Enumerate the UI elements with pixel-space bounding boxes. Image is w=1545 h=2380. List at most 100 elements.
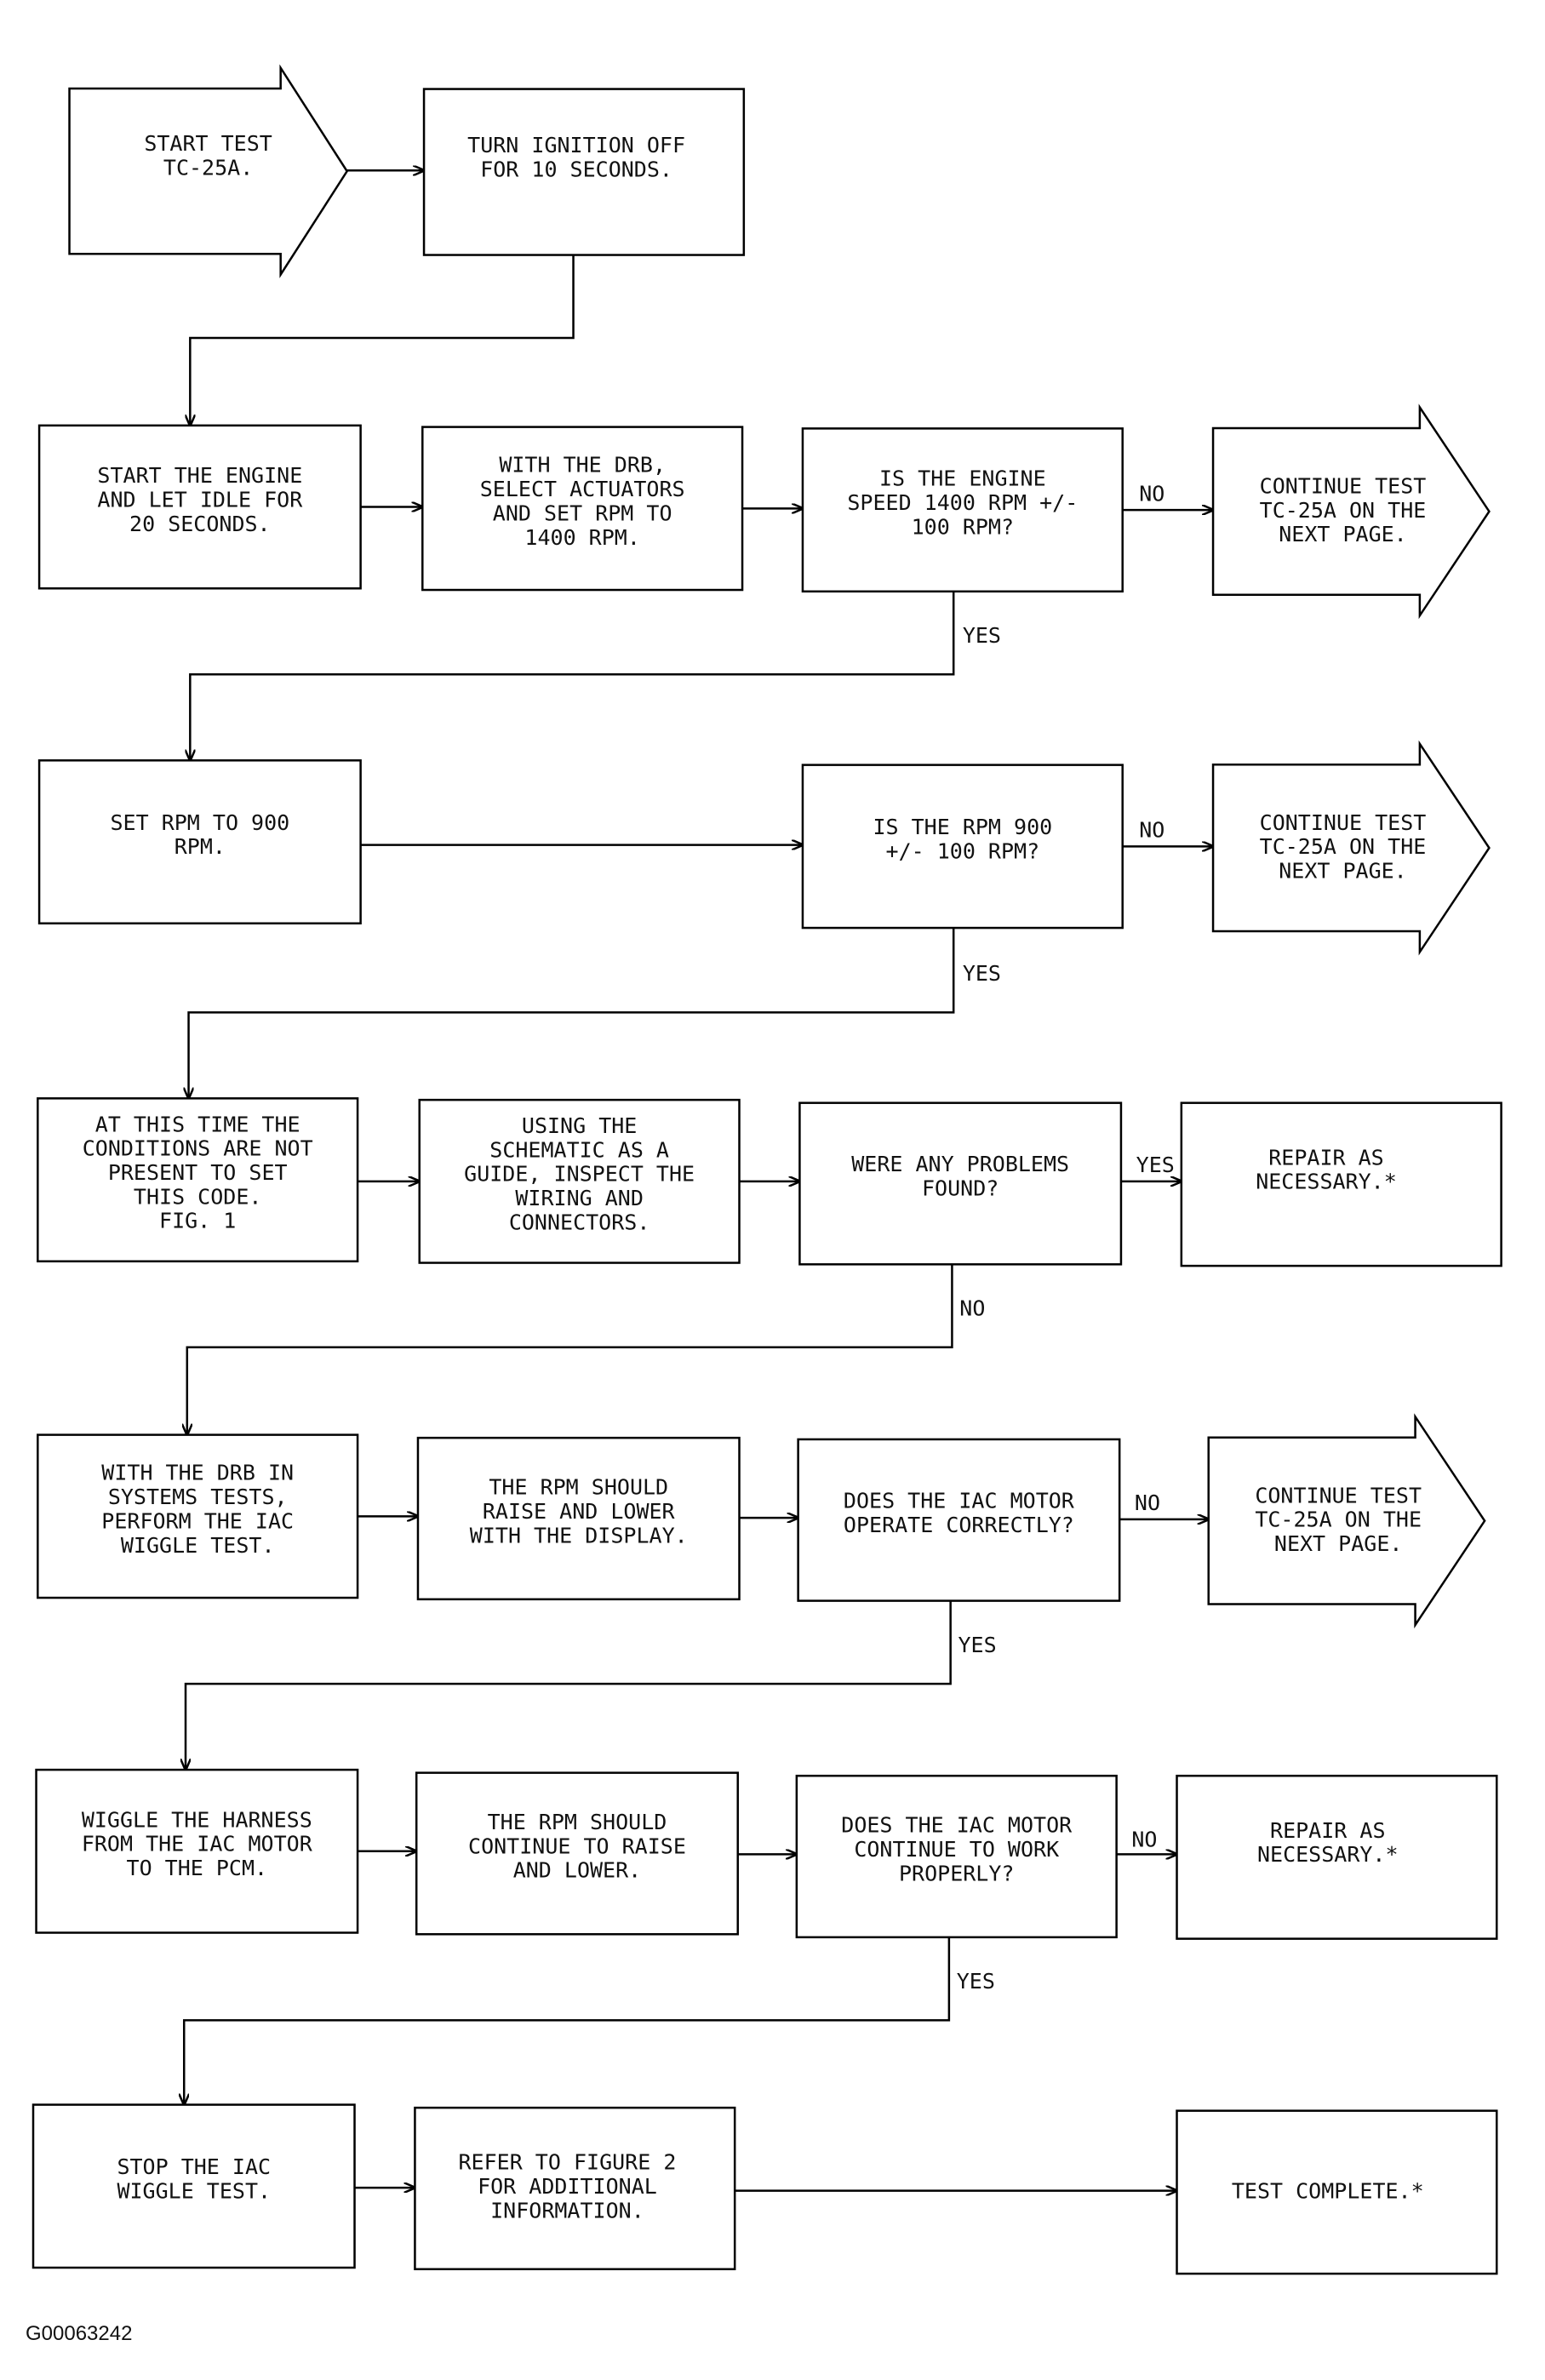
node-text-line: AT THIS TIME THE	[95, 1112, 300, 1136]
node-text-line: THIS CODE.	[134, 1184, 262, 1209]
node-text-line: GUIDE, INSPECT THE	[464, 1162, 695, 1187]
edge-label-yes-1: YES	[963, 623, 1001, 648]
edge-label-yes-3: YES	[1136, 1153, 1175, 1177]
node-text-line: PRESENT TO SET	[108, 1160, 288, 1185]
node-text-line: REFER TO FIGURE 2	[459, 2150, 677, 2175]
block-arrow-shape	[1211, 740, 1491, 956]
node-text-line: 1400 RPM.	[524, 525, 639, 550]
node-text-line: NEXT PAGE.	[1274, 1531, 1403, 1556]
node-text-line: +/- 100 RPM?	[886, 838, 1040, 863]
node-complete: TEST COMPLETE.*	[1176, 2109, 1498, 2275]
node-text-line: START THE ENGINE	[97, 463, 302, 488]
node-text-line: CONTINUE TEST	[1260, 810, 1427, 835]
node-text-line: PERFORM THE IAC	[101, 1508, 294, 1533]
process-box	[416, 1436, 741, 1601]
edge-ignition-to-start-engine	[190, 255, 575, 426]
node-text-line: CONTINUE TO WORK	[854, 1837, 1059, 1862]
process-box	[37, 1433, 359, 1599]
node-text-line: NECESSARY.*	[1257, 1842, 1399, 1867]
node-text-line: THE RPM SHOULD	[488, 1810, 667, 1834]
node-text-line: TC-25A.	[163, 156, 253, 180]
node-text-line: TC-25A ON THE	[1255, 1508, 1422, 1532]
node-text-line: WIGGLE TEST.	[117, 2178, 271, 2203]
process-box	[1176, 2109, 1498, 2275]
process-box	[37, 1097, 359, 1263]
edge-q1400-yes-to-set900	[190, 591, 955, 761]
node-text-line: SCHEMATIC AS A	[489, 1137, 669, 1162]
edge-label-no-2: NO	[1139, 818, 1164, 843]
process-box	[418, 1098, 741, 1264]
process-box	[798, 1101, 1123, 1266]
node-text-line: TURN IGNITION OFF	[467, 133, 685, 157]
node-text-line: IS THE RPM 900	[873, 815, 1052, 839]
node-text-line: CONTINUE TEST	[1255, 1483, 1422, 1508]
node-text-line: TEST COMPLETE.*	[1232, 2178, 1424, 2203]
block-arrow-shape	[1211, 403, 1491, 620]
node-text-line: WIGGLE THE HARNESS	[82, 1807, 312, 1832]
node-text-line: FOUND?	[922, 1176, 999, 1201]
node-text-line: 100 RPM?	[912, 514, 1014, 539]
node-text-line: DOES THE IAC MOTOR	[841, 1813, 1073, 1838]
edge-qproblems-no-to-wiggle	[187, 1264, 953, 1434]
edge-qcontinue-yes-to-stop	[184, 1937, 951, 2105]
node-text-line: TO THE PCM.	[127, 1856, 268, 1880]
node-text-line: REPAIR AS	[1270, 1818, 1385, 1843]
process-box	[31, 2103, 356, 2269]
process-box	[37, 759, 362, 924]
node-text-line: WERE ANY PROBLEMS	[851, 1152, 1069, 1176]
edge-label-yes-2: YES	[963, 961, 1001, 986]
node-text-line: PROPERLY?	[899, 1861, 1014, 1885]
node-text-line: FIG. 1	[159, 1209, 236, 1233]
node-text-line: AND LOWER.	[513, 1858, 642, 1883]
process-box	[1180, 1101, 1502, 1267]
process-box	[1176, 1774, 1498, 1940]
process-box	[35, 1768, 359, 1934]
block-arrow-shape	[1207, 1413, 1486, 1629]
node-text-line: AND LET IDLE FOR	[97, 487, 303, 512]
node-text: IS THE RPM 900+/- 100 RPM?	[873, 815, 1052, 863]
node-text-line: CONNECTORS.	[509, 1210, 650, 1234]
node-text-line: FOR 10 SECONDS.	[480, 157, 672, 181]
node-text: TEST COMPLETE.*	[1232, 2178, 1424, 2203]
edge-label-no-3: NO	[959, 1296, 985, 1320]
node-text-line: WITH THE DISPLAY.	[470, 1523, 688, 1548]
edge-label-yes-4: YES	[958, 1633, 997, 1657]
node-text-line: NEXT PAGE.	[1279, 522, 1407, 546]
node-text-line: STOP THE IAC	[117, 2154, 271, 2179]
process-box	[415, 1771, 739, 1936]
node-text-line: NECESSARY.*	[1256, 1170, 1397, 1194]
node-text-line: WITH THE DRB IN	[101, 1461, 294, 1485]
edge-label-no-5: NO	[1131, 1827, 1157, 1851]
node-text-line: TC-25A ON THE	[1260, 834, 1427, 859]
